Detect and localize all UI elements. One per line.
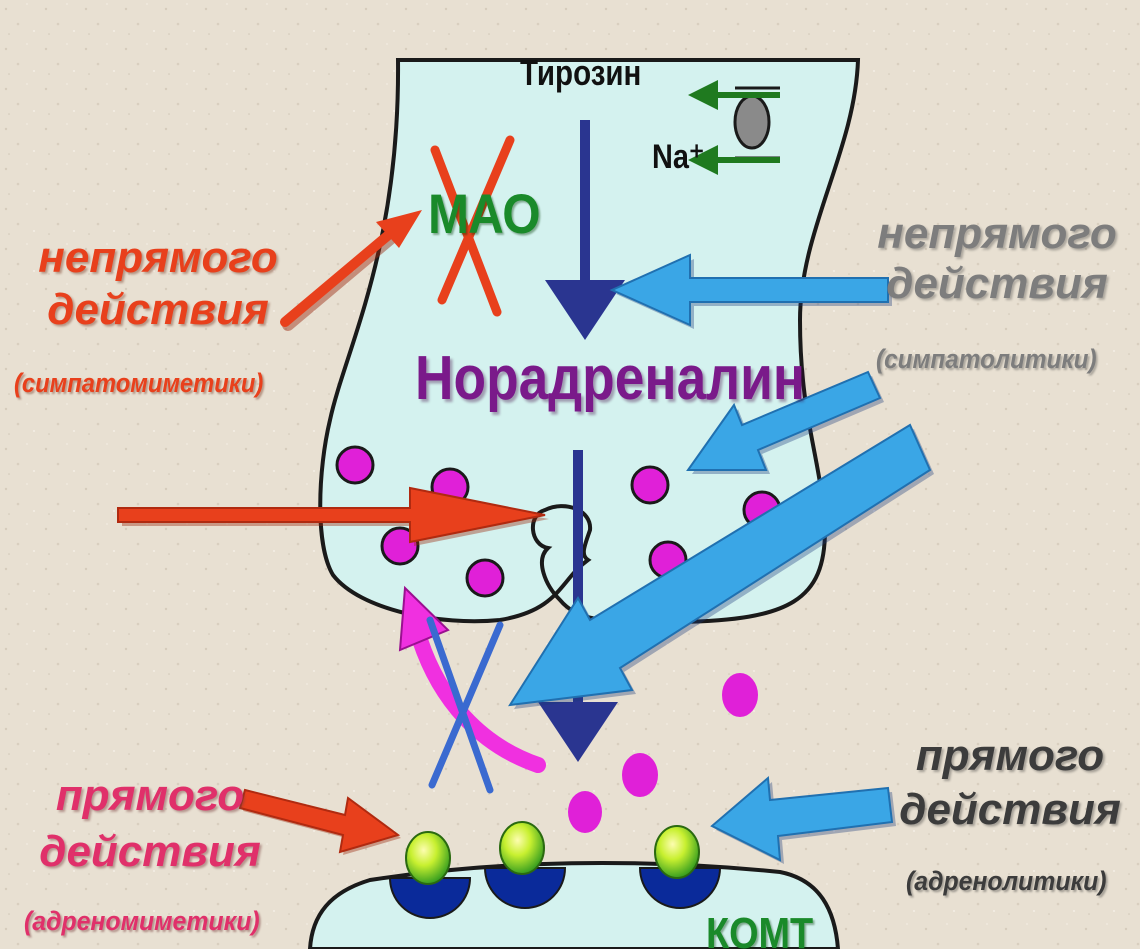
molecule [722,673,758,717]
right-indirect-label-line2: действия [886,262,1108,306]
molecule [622,753,658,797]
left-direct-label-line2: действия [39,830,261,874]
left-direct-sublabel: (адреномиметики) [24,908,260,935]
mao-label: МАО [428,186,540,242]
vesicle [337,447,373,483]
vesicle [467,560,503,596]
molecule [568,791,602,833]
tyrosine-label: Тирозин [520,55,641,91]
komt-label: КОМТ [706,912,813,949]
right-direct-label-line2: действия [899,788,1121,832]
left-indirect-sublabel: (симпатомиметики) [14,370,263,397]
right-indirect-label-line1: непрямого [877,212,1116,256]
sodium-label: Na⁺ [652,140,704,174]
vesicle [632,467,668,503]
left-indirect-label-line2: действия [47,288,269,332]
noradrenaline-label: Норадреналин [415,348,805,410]
right-direct-sublabel: (адренолитики) [906,868,1107,895]
right-indirect-sublabel: (симпатолитики) [876,346,1097,373]
na-pump-icon [735,96,769,148]
left-direct-label-line1: прямого [56,774,244,818]
right-direct-label-line1: прямого [916,734,1104,778]
left-indirect-label-line1: непрямого [38,236,277,280]
